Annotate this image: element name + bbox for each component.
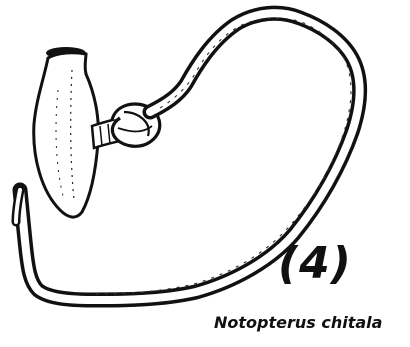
stomach	[34, 53, 99, 217]
species-label: Notopterus chitala	[214, 315, 382, 331]
figure-number: (4)	[278, 242, 352, 286]
